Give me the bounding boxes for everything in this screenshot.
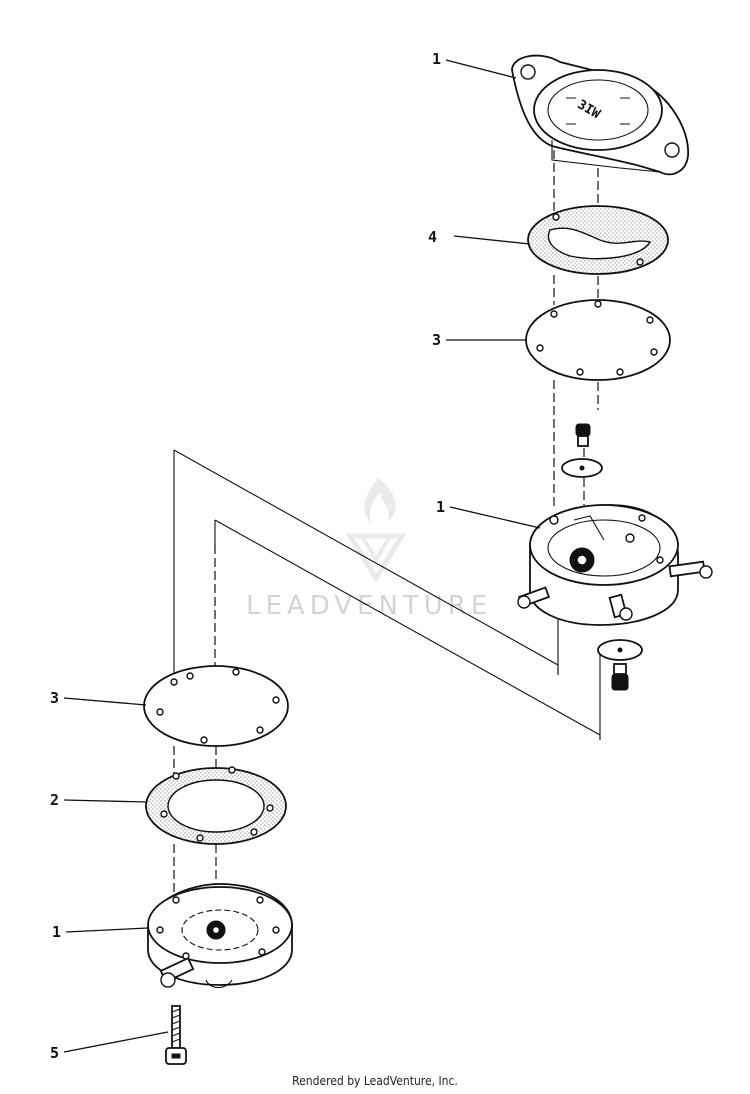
watermark-text: LEADVENTURE [246,591,492,621]
callouts: 1 4 3 1 3 2 1 5 [50,50,541,1062]
lower-gasket [145,766,287,845]
callout-label: 4 [428,228,437,246]
callout-label: 1 [432,50,441,68]
lower-diaphragm [143,665,289,747]
lower-screw [165,1005,187,1065]
top-cover: 3IW [511,54,689,176]
callout-label: 1 [52,923,61,941]
watermark-flame-logo [345,478,407,583]
top-valve-screw [561,423,603,520]
pump-body [517,504,713,626]
top-gasket [527,205,669,275]
reference-lines [173,449,601,740]
callout-label: 3 [432,331,441,349]
callout-label: 5 [50,1044,59,1062]
render-credit: Rendered by LeadVenture, Inc. [292,1074,458,1088]
callout-label: 2 [50,791,59,809]
bottom-valve-screw [597,639,643,691]
callout-label: 1 [436,498,445,516]
top-diaphragm [525,299,671,381]
lower-body [147,883,293,989]
callout-label: 3 [50,689,59,707]
watermark: LEADVENTURE [246,478,492,621]
